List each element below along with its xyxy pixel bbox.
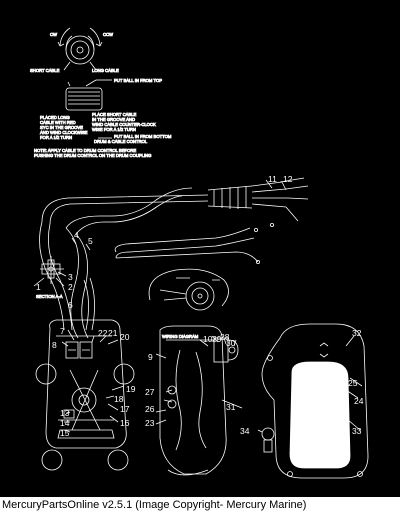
drum-windings (65, 79, 112, 111)
exploded-view-drawing: CW CCW SHORT CABLE LONG CABLE PUT BALL I… (30, 27, 369, 479)
callout-22: 22 (98, 328, 108, 338)
callout-11: 11 (268, 174, 277, 184)
note-place-short-3: WIND CABLE COUNTER-CLOCK (92, 122, 156, 127)
parts-diagram: CW CCW SHORT CABLE LONG CABLE PUT BALL I… (0, 0, 400, 497)
callout-31: 31 (226, 402, 236, 412)
callout-7: 7 (60, 326, 65, 336)
callout-30: 30 (226, 338, 236, 348)
note-placed-long-2: CABLE WITH RED (40, 120, 76, 125)
callout-16: 16 (120, 418, 130, 428)
left-control-body (35, 319, 135, 471)
note-long-cable: LONG CABLE (92, 68, 119, 73)
callout-10: 10 (203, 334, 213, 344)
callout-27: 27 (145, 387, 155, 397)
callout-13: 13 (60, 408, 70, 418)
note-put-ball-bottom-1: PUT BALL IN FROM BOTTOM (114, 134, 172, 139)
note-short-cable: SHORT CABLE (30, 68, 60, 73)
note-placed-long-1: PLACED LONG (40, 115, 70, 120)
note-place-short-1: PLACE SHORT CABLE (92, 112, 137, 117)
callout-5: 5 (88, 236, 93, 246)
note-apply-2: PUSHING THE DRUM CONTROL ON THE DRUM COU… (34, 153, 151, 158)
cable-harness (39, 177, 309, 339)
callout-2: 2 (68, 282, 73, 292)
section-label: SECTION A-A (36, 294, 63, 299)
note-placed-long-3: SYC IN THE GROOVE (40, 125, 83, 130)
note-put-ball-top: PUT BALL IN FROM TOP (114, 78, 162, 83)
note-place-short-2: IN THE GROOVE AND (92, 117, 135, 122)
callout-numbers: 1 2 3 4 5 6 7 8 9 10 11 12 13 14 15 16 1… (36, 174, 364, 438)
note-put-ball-bottom-2: DRUM & CABLE CONTROL (94, 139, 148, 144)
callout-12: 12 (283, 174, 293, 184)
note-ccw: CCW (103, 32, 113, 37)
callout-29: 29 (212, 334, 222, 344)
note-placed-long-4: AND WIND CLOCKWISE (40, 130, 88, 135)
callout-19: 19 (126, 384, 136, 394)
callout-6: 6 (68, 300, 73, 310)
callout-15: 15 (60, 428, 70, 438)
callout-3: 3 (68, 272, 73, 282)
callout-4: 4 (74, 230, 79, 240)
callout-9: 9 (148, 352, 153, 362)
callout-25: 25 (348, 378, 358, 388)
callout-28: 28 (220, 332, 230, 342)
callout-1: 1 (36, 282, 41, 292)
callout-23: 23 (145, 418, 155, 428)
wiring-inset (148, 268, 229, 311)
note-apply-1: NOTE: APPLY CABLE TO DRUM CONTROL BEFORE (34, 148, 136, 153)
leader-lines (33, 179, 363, 433)
callout-24: 24 (354, 396, 364, 406)
callout-26: 26 (145, 404, 155, 414)
note-cw: CW (50, 32, 57, 37)
callout-17: 17 (120, 404, 130, 414)
callout-21: 21 (108, 328, 118, 338)
copyright-caption: MercuryPartsOnline v2.5.1 (Image Copyrig… (2, 499, 307, 511)
middle-control-body (159, 325, 239, 476)
note-placed-long-5: FOR A 1/2 TURN (40, 135, 72, 140)
note-wiring: WIRING DIAGRAM (162, 334, 199, 339)
callout-20: 20 (120, 332, 130, 342)
callout-14: 14 (60, 418, 70, 428)
knob (261, 427, 275, 453)
handle-cover (261, 323, 369, 479)
callout-32: 32 (352, 328, 362, 338)
callout-18: 18 (114, 394, 124, 404)
drum-detail (57, 27, 103, 71)
callout-33: 33 (352, 426, 362, 436)
callout-34: 34 (240, 426, 250, 436)
section-a-a (40, 256, 64, 284)
note-place-short-4: WISE FOR A 1/2 TURN (92, 127, 136, 132)
callout-8: 8 (52, 340, 57, 350)
